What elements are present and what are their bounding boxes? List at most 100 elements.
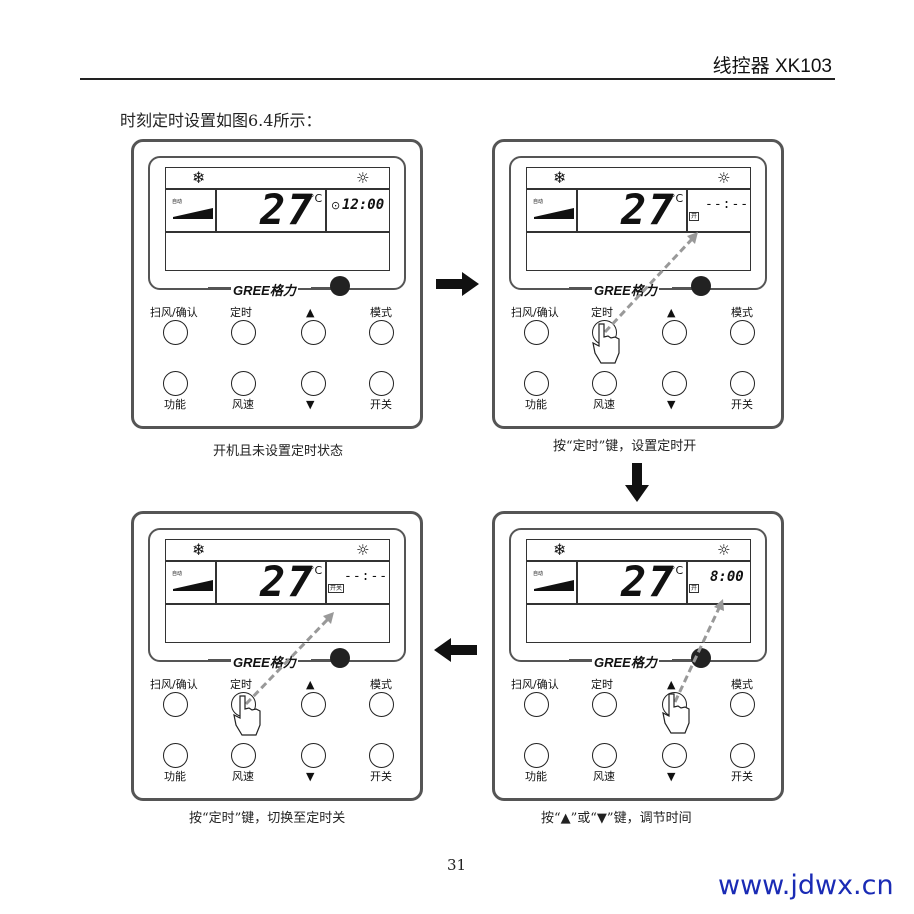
- swing-confirm-button[interactable]: [524, 692, 549, 717]
- light-icon: ☼: [717, 169, 731, 187]
- lcd-screen: ❄ ☼ 自动 27 °C 8:00 开: [526, 539, 751, 643]
- label-up: ▲: [667, 306, 676, 319]
- fan-speed-button[interactable]: [592, 371, 617, 396]
- gree-logo: GREE格力: [231, 652, 298, 671]
- degree-unit: °C: [309, 564, 323, 577]
- swing-confirm-button[interactable]: [524, 320, 549, 345]
- label-down: ▼: [306, 770, 315, 783]
- label-on-off: 开关: [731, 770, 753, 783]
- label-swing-confirm: 扫风/确认: [150, 306, 198, 319]
- down-button[interactable]: [662, 743, 687, 768]
- label-up: ▲: [306, 678, 315, 691]
- label-mode: 模式: [731, 306, 753, 319]
- mode-button[interactable]: [730, 692, 755, 717]
- timer-on-tag: 开: [689, 212, 700, 221]
- timer-time: 8:00: [710, 569, 744, 585]
- timer-button[interactable]: [592, 692, 617, 717]
- up-button[interactable]: [301, 692, 326, 717]
- function-button[interactable]: [163, 743, 188, 768]
- label-up: ▲: [306, 306, 315, 319]
- sensor-knob: [691, 276, 711, 296]
- mode-button[interactable]: [369, 320, 394, 345]
- swing-confirm-button[interactable]: [163, 692, 188, 717]
- light-icon: ☼: [356, 541, 370, 559]
- fan-speed-button[interactable]: [231, 743, 256, 768]
- down-button[interactable]: [662, 371, 687, 396]
- up-button[interactable]: [301, 320, 326, 345]
- on-off-button[interactable]: [369, 743, 394, 768]
- degree-unit: °C: [670, 564, 684, 577]
- label-on-off: 开关: [731, 398, 753, 411]
- label-swing-confirm: 扫风/确认: [150, 678, 198, 691]
- degree-unit: °C: [670, 192, 684, 205]
- controller-panel-4: ❄ ☼ 自动 27 °C --:-- 开关 GREE格力 扫风/确认 定时 ▲ …: [131, 511, 423, 801]
- function-button[interactable]: [163, 371, 188, 396]
- fan-speed-bars-icon: [534, 580, 574, 591]
- timer-time: --:--: [705, 197, 750, 212]
- swing-confirm-button[interactable]: [163, 320, 188, 345]
- page-number: 31: [447, 856, 467, 874]
- fan-speed-button[interactable]: [231, 371, 256, 396]
- press-arrow-icon: [592, 232, 698, 364]
- label-function: 功能: [525, 770, 547, 783]
- arrow-left-icon: [434, 638, 477, 662]
- lcd-screen: ❄ ☼ 自动 27 °C ⊙ 12:00: [165, 167, 390, 271]
- label-fan-speed: 风速: [593, 398, 615, 411]
- temperature: 27: [621, 185, 676, 234]
- label-swing-confirm: 扫风/确认: [511, 306, 559, 319]
- fan-speed-bars-icon: [173, 580, 213, 591]
- fan-speed-bars-icon: [534, 208, 574, 219]
- controller-panel-1: ❄ ☼ 自动 27 °C ⊙ 12:00 GREE格力 扫风/确认 定时 ▲ 模…: [131, 139, 423, 429]
- sensor-knob: [330, 648, 350, 668]
- gree-logo: GREE格力: [592, 280, 659, 299]
- label-up: ▲: [667, 678, 676, 691]
- auto-label: 自动: [533, 199, 544, 205]
- timer-button[interactable]: [231, 320, 256, 345]
- on-off-button[interactable]: [369, 371, 394, 396]
- intro-text: 时刻定时设置如图6.4所示：: [120, 111, 322, 130]
- clock-icon: ⊙: [331, 199, 341, 212]
- label-down: ▼: [306, 398, 315, 411]
- label-fan-speed: 风速: [593, 770, 615, 783]
- mode-button[interactable]: [730, 320, 755, 345]
- degree-unit: °C: [309, 192, 323, 205]
- auto-label: 自动: [533, 571, 544, 577]
- label-mode: 模式: [370, 678, 392, 691]
- on-off-button[interactable]: [730, 743, 755, 768]
- fan-speed-bars-icon: [173, 208, 213, 219]
- header-title: 线控器 XK103: [712, 56, 832, 77]
- label-on-off: 开关: [370, 770, 392, 783]
- function-button[interactable]: [524, 371, 549, 396]
- controller-panel-2: ❄ ☼ 自动 27 °C --:-- 开 GREE格力 扫风/确认 定时 ▲ 模…: [492, 139, 784, 429]
- temperature: 27: [621, 557, 676, 606]
- label-down: ▼: [667, 398, 676, 411]
- header-rule: [80, 78, 835, 80]
- on-off-button[interactable]: [730, 371, 755, 396]
- mode-button[interactable]: [369, 692, 394, 717]
- label-timer: 定时: [230, 306, 252, 319]
- lcd-screen: ❄ ☼ 自动 27 °C --:-- 开: [526, 167, 751, 271]
- gree-logo: GREE格力: [592, 652, 659, 671]
- timer-on-tag: 开: [689, 584, 700, 593]
- arrow-right-icon: [436, 272, 479, 296]
- snowflake-icon: ❄: [192, 540, 206, 559]
- down-button[interactable]: [301, 743, 326, 768]
- label-function: 功能: [164, 770, 186, 783]
- press-arrow-icon: [662, 599, 724, 734]
- down-button[interactable]: [301, 371, 326, 396]
- light-icon: ☼: [356, 169, 370, 187]
- timer-on-off-tag: 开关: [328, 584, 345, 593]
- caption-2: 按“定时”键，设置定时开: [553, 439, 697, 454]
- timer-time: 12:00: [342, 197, 385, 213]
- label-down: ▼: [667, 770, 676, 783]
- up-button[interactable]: [662, 320, 687, 345]
- controller-panel-3: ❄ ☼ 自动 27 °C 8:00 开 GREE格力 扫风/确认 定时 ▲ 模式…: [492, 511, 784, 801]
- label-swing-confirm: 扫风/确认: [511, 678, 559, 691]
- fan-speed-button[interactable]: [592, 743, 617, 768]
- light-icon: ☼: [717, 541, 731, 559]
- caption-1: 开机且未设置定时状态: [213, 444, 344, 459]
- gree-logo: GREE格力: [231, 280, 298, 299]
- label-function: 功能: [525, 398, 547, 411]
- press-arrow-icon: [233, 612, 334, 736]
- function-button[interactable]: [524, 743, 549, 768]
